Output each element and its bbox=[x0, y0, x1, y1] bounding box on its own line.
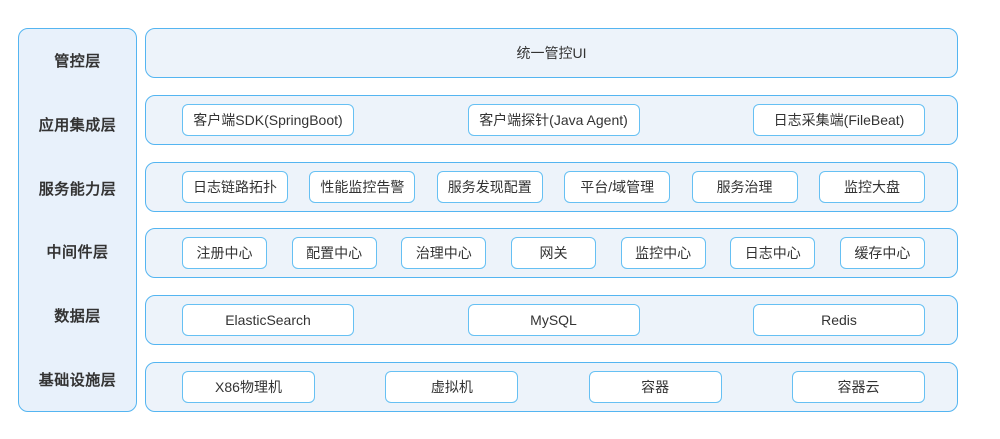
box-monitor-dashboard: 监控大盘 bbox=[818, 170, 925, 203]
sidebar-label-infrastructure-layer: 基础设施层 bbox=[38, 371, 117, 389]
unified-control-ui-label: 统一管控UI bbox=[516, 45, 587, 61]
row-control-layer: 统一管控UI bbox=[145, 28, 958, 78]
box-gateway: 网关 bbox=[510, 237, 596, 270]
box-config-center: 配置中心 bbox=[291, 237, 377, 270]
box-mysql: MySQL bbox=[467, 304, 640, 337]
box-x86-physical-machine: X86物理机 bbox=[182, 370, 315, 403]
row-app-integration-layer: 客户端SDK(SpringBoot) 客户端探针(Java Agent) 日志采… bbox=[145, 94, 958, 145]
box-client-sdk-springboot: 客户端SDK(SpringBoot) bbox=[182, 103, 354, 136]
sidebar-label-control-layer: 管控层 bbox=[54, 53, 101, 71]
layer-sidebar: 管控层 应用集成层 服务能力层 中间件层 数据层 基础设施层 bbox=[18, 28, 137, 412]
box-elasticsearch: ElasticSearch bbox=[182, 304, 354, 337]
box-client-probe-java-agent: 客户端探针(Java Agent) bbox=[467, 103, 640, 136]
box-container: 容器 bbox=[588, 370, 722, 403]
box-log-center: 日志中心 bbox=[730, 237, 816, 270]
sidebar-label-middleware-layer: 中间件层 bbox=[46, 244, 109, 262]
row-middleware-layer: 注册中心 配置中心 治理中心 网关 监控中心 日志中心 缓存中心 bbox=[145, 228, 958, 279]
box-service-discovery-config: 服务发现配置 bbox=[436, 170, 543, 203]
box-service-governance: 服务治理 bbox=[691, 170, 798, 203]
box-log-collector-filebeat: 日志采集端(FileBeat) bbox=[753, 103, 925, 136]
row-service-capability-layer: 日志链路拓扑 性能监控告警 服务发现配置 平台/域管理 服务治理 监控大盘 bbox=[145, 161, 958, 212]
box-monitor-center: 监控中心 bbox=[620, 237, 706, 270]
box-registry-center: 注册中心 bbox=[182, 237, 267, 270]
box-performance-monitor-alert: 性能监控告警 bbox=[309, 170, 416, 203]
box-redis: Redis bbox=[753, 304, 925, 337]
box-virtual-machine: 虚拟机 bbox=[385, 370, 519, 403]
box-cache-center: 缓存中心 bbox=[839, 237, 925, 270]
layer-rows: 统一管控UI 客户端SDK(SpringBoot) 客户端探针(Java Age… bbox=[145, 28, 958, 412]
sidebar-label-data-layer: 数据层 bbox=[54, 308, 101, 326]
sidebar-label-service-capability-layer: 服务能力层 bbox=[38, 180, 117, 198]
row-infrastructure-layer: X86物理机 虚拟机 容器 容器云 bbox=[145, 361, 958, 412]
box-platform-domain-management: 平台/域管理 bbox=[564, 170, 671, 203]
box-container-cloud: 容器云 bbox=[791, 370, 925, 403]
box-log-trace-topology: 日志链路拓扑 bbox=[182, 170, 288, 203]
box-governance-center: 治理中心 bbox=[401, 237, 487, 270]
row-data-layer: ElasticSearch MySQL Redis bbox=[145, 295, 958, 346]
sidebar-label-app-integration-layer: 应用集成层 bbox=[38, 117, 117, 134]
